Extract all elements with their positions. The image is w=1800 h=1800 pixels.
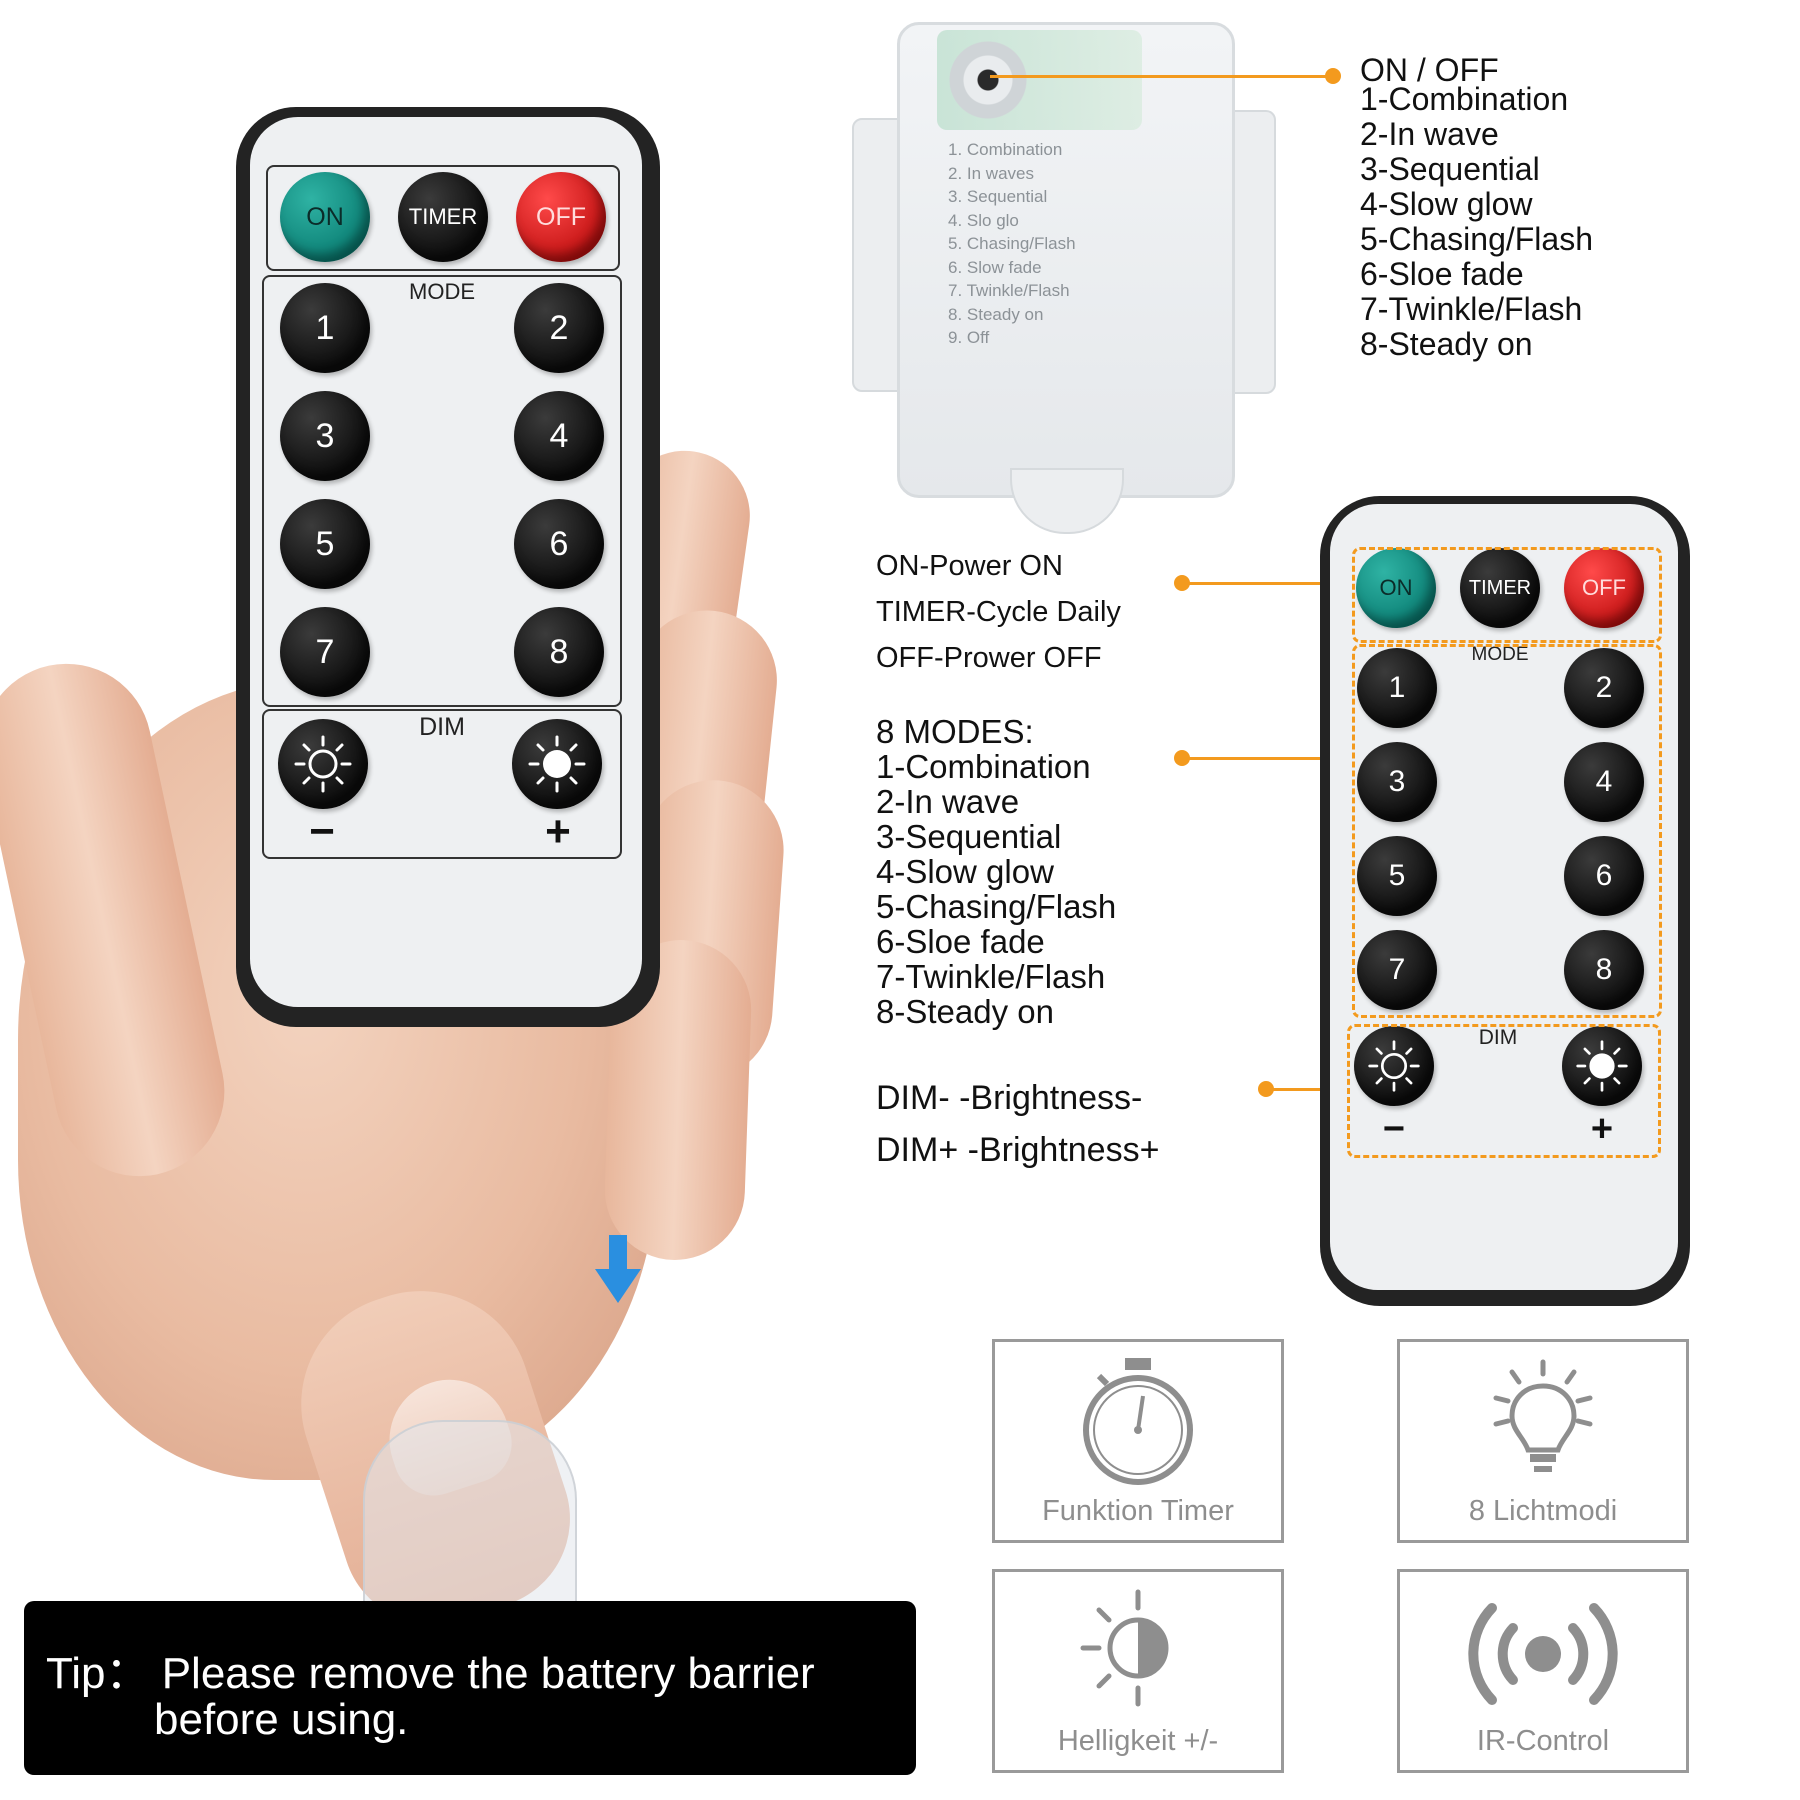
on-off-switch[interactable] xyxy=(948,40,1028,120)
mode-button-2[interactable]: 2 xyxy=(514,283,604,373)
switch-callout-text: ON / OFF 1-Combination 2-In wave 3-Seque… xyxy=(1360,52,1593,362)
dim-label-right: DIM xyxy=(1478,1026,1518,1049)
remote-control-left: ON TIMER OFF MODE 1 2 3 4 5 6 7 8 DIM xyxy=(236,107,660,1027)
tip-text-line1: Tip： Please remove the battery barrier xyxy=(46,1649,815,1698)
dim-minus-button-right[interactable] xyxy=(1354,1026,1434,1106)
mode-button-right-1[interactable]: 1 xyxy=(1357,648,1437,728)
tip-banner: Tip： Please remove the battery barrier b… xyxy=(24,1601,916,1775)
mode-panel xyxy=(262,275,622,707)
mode-button-6[interactable]: 6 xyxy=(514,499,604,589)
ir-signal-icon xyxy=(1468,1603,1618,1705)
feature-tile-ir: IR-Control xyxy=(1397,1569,1689,1773)
off-button-right[interactable]: OFF xyxy=(1564,548,1644,628)
sun-outline-icon xyxy=(1368,1040,1420,1092)
power-callout-text: ON-Power ON TIMER-Cycle Daily OFF-Prower… xyxy=(876,550,1121,674)
off-button[interactable]: OFF xyxy=(516,172,606,262)
feature-tile-modes: 8 Lichtmodi xyxy=(1397,1339,1689,1543)
dim-plus-button[interactable] xyxy=(512,719,602,809)
mode-button-right-5[interactable]: 5 xyxy=(1357,836,1437,916)
mode-button-1[interactable]: 1 xyxy=(280,283,370,373)
dim-callout-text: DIM- -Brightness- DIM+ -Brightness+ xyxy=(876,1079,1160,1169)
brightness-icon xyxy=(1080,1589,1169,1707)
modes-callout-leader xyxy=(1182,757,1352,760)
dim-plus-sign-right: + xyxy=(1590,1108,1614,1150)
mode-button-right-6[interactable]: 6 xyxy=(1564,836,1644,916)
feature-label-brightness: Helligkeit +/- xyxy=(1057,1725,1219,1757)
mode-button-right-7[interactable]: 7 xyxy=(1357,930,1437,1010)
on-button[interactable]: ON xyxy=(280,172,370,262)
sun-outline-icon xyxy=(294,735,352,793)
remote-control-right: ON TIMER OFF MODE 1 2 3 4 5 6 7 8 DIM xyxy=(1320,496,1690,1306)
dim-minus-button[interactable] xyxy=(278,719,368,809)
modes-highlight-box xyxy=(1352,644,1662,1018)
switch-callout-dot xyxy=(1325,68,1341,84)
tip-text-line2: before using. xyxy=(154,1695,409,1744)
mode-button-right-8[interactable]: 8 xyxy=(1564,930,1644,1010)
mode-button-right-2[interactable]: 2 xyxy=(1564,648,1644,728)
dim-highlight-box xyxy=(1347,1024,1661,1158)
battery-box-hanging-tab xyxy=(1010,468,1124,534)
feature-tile-brightness: Helligkeit +/- xyxy=(992,1569,1284,1773)
mode-button-3[interactable]: 3 xyxy=(280,391,370,481)
power-highlight-box xyxy=(1352,547,1662,643)
mode-button-5[interactable]: 5 xyxy=(280,499,370,589)
mode-button-4[interactable]: 4 xyxy=(514,391,604,481)
mode-label: MODE xyxy=(409,279,475,304)
dim-label: DIM xyxy=(419,713,465,741)
power-panel xyxy=(266,165,620,271)
battery-box-printed-modes: 1. Combination 2. In waves 3. Sequential… xyxy=(948,140,1076,347)
feature-tile-timer: Funktion Timer xyxy=(992,1339,1284,1543)
dim-plus-button-right[interactable] xyxy=(1562,1026,1642,1106)
dim-panel xyxy=(262,709,622,859)
timer-button[interactable]: TIMER xyxy=(398,172,488,262)
feature-label-ir: IR-Control xyxy=(1476,1725,1610,1757)
lightbulb-icon xyxy=(1493,1359,1593,1472)
on-button-right[interactable]: ON xyxy=(1356,548,1436,628)
mode-button-7[interactable]: 7 xyxy=(280,607,370,697)
arrow-down-icon xyxy=(595,1235,641,1303)
dim-callout-leader xyxy=(1266,1088,1356,1091)
dim-plus-sign: + xyxy=(545,807,571,856)
mode-button-8[interactable]: 8 xyxy=(514,607,604,697)
feature-label-timer: Funktion Timer xyxy=(1042,1495,1234,1527)
mode-button-right-4[interactable]: 4 xyxy=(1564,742,1644,822)
sun-filled-icon xyxy=(1576,1040,1628,1092)
switch-callout-leader xyxy=(990,75,1330,78)
stopwatch-icon xyxy=(1083,1358,1193,1485)
dim-minus-sign-right: − xyxy=(1382,1108,1406,1150)
dim-minus-sign: − xyxy=(309,807,335,856)
mode-button-right-3[interactable]: 3 xyxy=(1357,742,1437,822)
feature-label-modes: 8 Lichtmodi xyxy=(1468,1495,1618,1527)
modes-callout-text: 8 MODES: 1-Combination 2-In wave 3-Seque… xyxy=(876,713,1117,1030)
timer-button-right[interactable]: TIMER xyxy=(1460,548,1540,628)
mode-label-right: MODE xyxy=(1471,644,1529,665)
sun-filled-icon xyxy=(528,735,586,793)
power-callout-leader xyxy=(1182,582,1352,585)
